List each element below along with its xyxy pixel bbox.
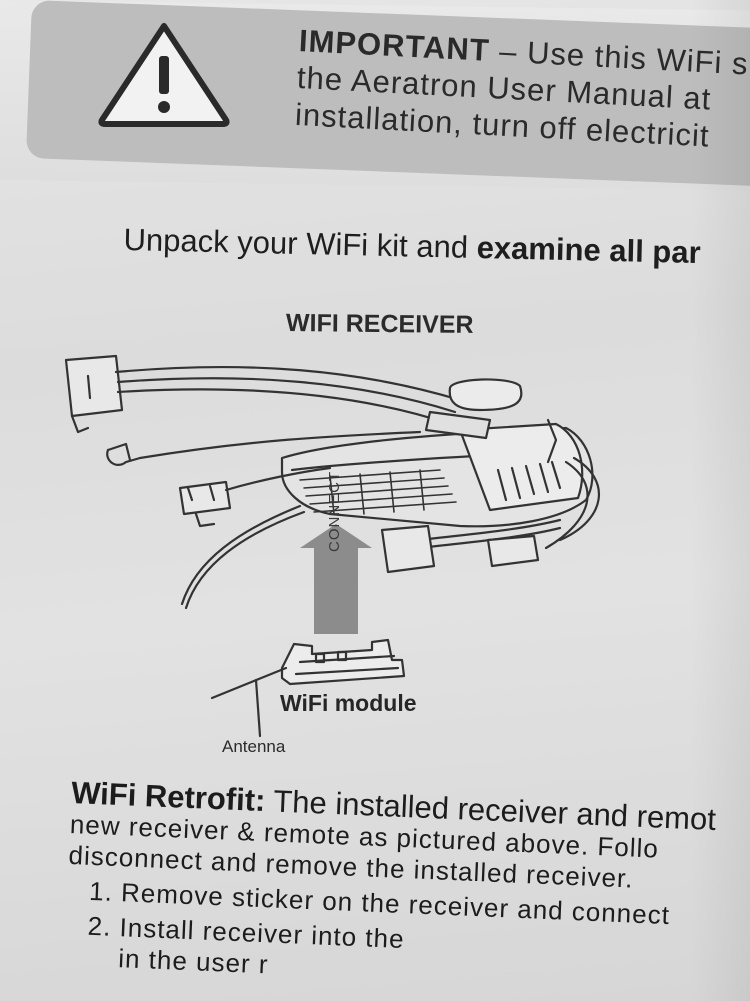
wifi-module-label: WiFi module xyxy=(280,690,417,716)
antenna-label: Antenna xyxy=(222,737,286,756)
warning-triangle-icon xyxy=(98,23,230,127)
unpack-instruction: Unpack your WiFi kit and examine all par xyxy=(123,222,702,271)
wifi-retrofit-section: WiFi Retrofit: The installed receiver an… xyxy=(64,775,750,1001)
connect-label: CONNECT xyxy=(326,470,343,552)
retrofit-step-2-cont: in the user r xyxy=(117,943,270,980)
wifi-receiver-diagram xyxy=(64,354,600,738)
